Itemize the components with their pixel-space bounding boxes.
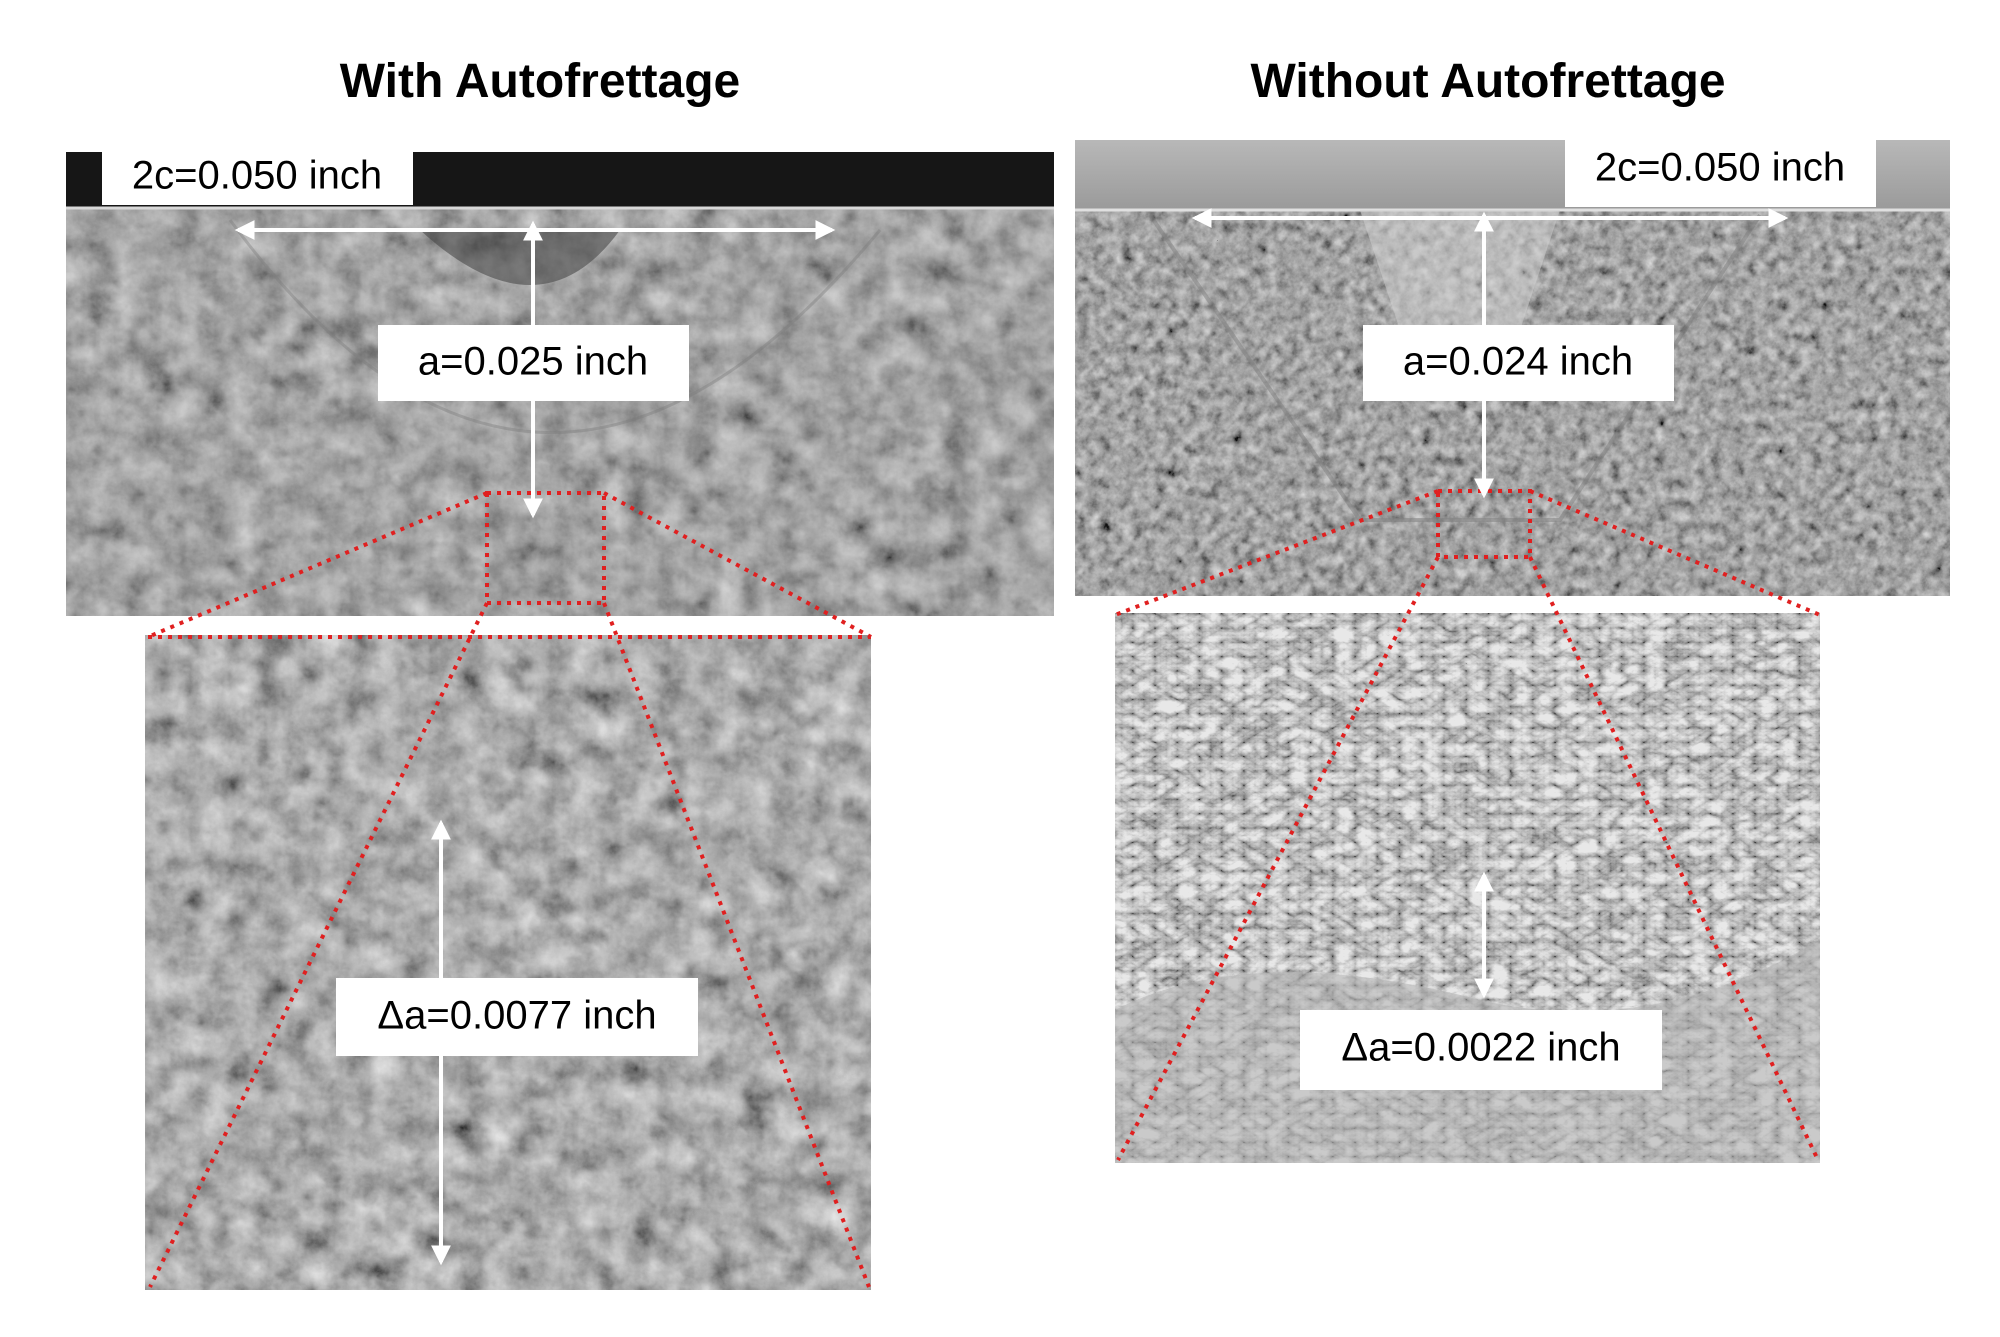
right-zoom-region-box [1436,489,1532,559]
left-growth-label: Δa=0.0077 inch [336,978,698,1056]
title-without-autofrettage: Without Autofrettage [1250,55,1725,108]
right-zoom-indicator [1114,489,1821,1161]
left-zoom-micrograph [145,635,871,1290]
right-width-label: 2c=0.050 inch [1565,132,1876,207]
svg-text:2c=0.050 inch: 2c=0.050 inch [132,154,382,198]
svg-text:a=0.024 inch: a=0.024 inch [1403,340,1633,384]
svg-text:Δa=0.0077 inch: Δa=0.0077 inch [377,994,656,1038]
svg-text:2c=0.050 inch: 2c=0.050 inch [1595,146,1845,190]
right-depth-label: a=0.024 inch [1363,325,1674,401]
svg-text:Δa=0.0022 inch: Δa=0.0022 inch [1341,1026,1620,1070]
right-growth-label: Δa=0.0022 inch [1300,1010,1662,1090]
left-zoom-indicator [147,491,872,1288]
left-depth-label: a=0.025 inch [378,325,689,401]
svg-text:a=0.025 inch: a=0.025 inch [418,340,648,384]
title-with-autofrettage: With Autofrettage [340,55,740,108]
right-zoom-micrograph [1115,613,1820,1163]
left-zoom-region-box [485,491,606,605]
left-width-label: 2c=0.050 inch [102,140,413,205]
